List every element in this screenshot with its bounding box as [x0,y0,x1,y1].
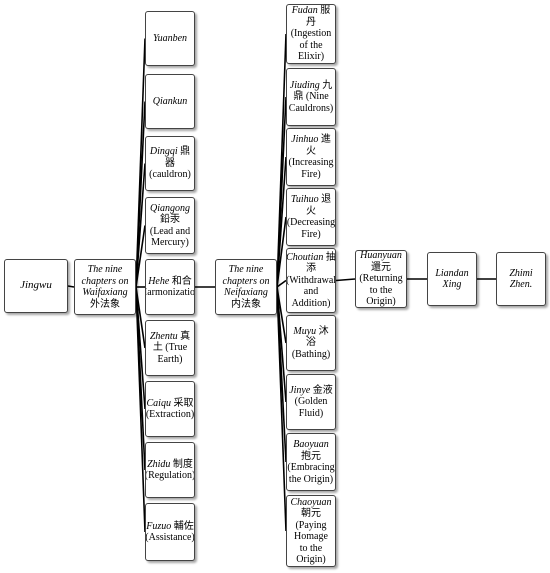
node-text: 抱元 (Embracing the Origin) [287,450,335,485]
node-latin: Qiankun [152,95,188,107]
node-fuzuo[interactable]: Fuzuo 輔佐 (Assistance) [145,503,195,561]
node-huanyuan[interactable]: Huanyuan 還元 (Returning to the Origin) [355,250,407,308]
node-waifaxiang[interactable]: The nine chapters on Waifaxiang 外法象 [74,259,136,315]
node-muyu[interactable]: Muyu 沐浴 (Bathing) [286,315,336,371]
node-latin: Zhentu [149,330,178,342]
node-text: 沐浴 (Bathing) [291,325,331,360]
node-text: 輔佐 (Assistance) [145,520,195,544]
node-latin: Zhimi Zhen. [509,267,533,291]
node-text: 采取 (Extraction) [145,397,195,421]
node-latin: Fuzuo [146,520,172,532]
node-text: 鼎器 (cauldron) [149,146,191,181]
node-latin: Qiangong [150,202,190,214]
node-latin: Muyu [293,325,317,337]
node-qiankun[interactable]: Qiankun [145,74,195,129]
node-latin: Jiuding [289,79,320,91]
node-text: 九鼎 (Nine Cauldrons) [288,79,334,114]
node-jinye[interactable]: Jinye 金液 (Golden Fluid) [286,374,336,430]
node-text: 進火 (Increasing Fire) [288,134,334,180]
node-dingqi[interactable]: Dingqi 鼎器 (cauldron) [145,136,195,191]
node-latin: Chaoyuan [290,496,332,508]
node-text: 退火 (Decreasing Fire) [286,194,336,240]
connector-line [135,225,146,288]
connector-line [276,216,287,288]
node-latin: Choutian [286,251,324,263]
node-text: 服丹 (Ingestion of the Elixir) [290,5,332,63]
connector-line [335,278,356,282]
node-neifaxiang[interactable]: The nine chapters on Neifaxiang 内法象 [215,259,277,315]
connector-line [276,156,287,288]
node-text: 金液 (Golden Fluid) [294,384,333,419]
node-text: 還元 (Returning to the Origin) [359,261,403,308]
node-latin: Caiqu [146,397,171,409]
node-choutian[interactable]: Choutian 抽添 (Withdrawal and Addition) [286,248,336,313]
node-latin: Jinye [289,384,311,396]
node-latin: Yuanben [152,32,188,44]
node-text: 和合 (Harmonization) [146,275,195,299]
node-jingwu[interactable]: Jingwu [4,259,68,313]
node-latin: Hehe [148,275,170,287]
node-latin: The nine chapters on Neifaxiang [222,264,270,298]
node-liandan[interactable]: Liandan Xing [427,252,477,306]
node-hehe[interactable]: Hehe 和合 (Harmonization) [145,259,195,315]
node-caiqu[interactable]: Caiqu 采取 (Extraction) [145,381,195,437]
connector-line [276,286,287,532]
node-latin: Dingqi [149,146,178,158]
node-latin: Jinhuo [291,134,319,145]
node-text: 朝元 (Paying Homage to the Origin) [294,508,328,565]
node-qiangong[interactable]: Qiangong 鉛汞 (Lead and Mercury) [145,197,195,254]
node-latin: Huanyuan [360,250,402,262]
node-text: 真土 (True Earth) [152,330,191,365]
node-latin: Zhidu [147,458,171,470]
node-chaoyuan[interactable]: Chaoyuan 朝元 (Paying Homage to the Origin… [286,495,336,567]
node-text: 抽添 (Withdrawal and Addition) [286,251,336,309]
node-latin: Tuihuo [290,194,319,205]
node-latin: Liandan Xing [435,267,469,291]
node-text: 鉛汞 (Lead and Mercury) [149,214,191,248]
node-text: 制度 (Regulation) [145,458,195,482]
node-jinhuo[interactable]: Jinhuo 進火 (Increasing Fire) [286,128,336,186]
connector-line [135,163,146,288]
connector-line [276,279,287,288]
connector-line [67,285,75,288]
node-fudan[interactable]: Fudan 服丹 (Ingestion of the Elixir) [286,4,336,64]
node-latin: Fudan [291,5,318,17]
node-tuihuo[interactable]: Tuihuo 退火 (Decreasing Fire) [286,188,336,246]
node-baoyuan[interactable]: Baoyuan 抱元 (Embracing the Origin) [286,433,336,491]
node-latin: The nine chapters on Waifaxiang [81,264,129,298]
node-zhimi[interactable]: Zhimi Zhen. [496,252,546,306]
node-yuanben[interactable]: Yuanben [145,11,195,66]
connector-line [135,286,146,533]
node-jiuding[interactable]: Jiuding 九鼎 (Nine Cauldrons) [286,68,336,126]
node-zhentu[interactable]: Zhentu 真土 (True Earth) [145,320,195,376]
node-latin: Baoyuan [293,439,329,450]
node-latin: Jingwu [20,279,52,292]
node-text: 外法象 [90,298,120,310]
node-text: 内法象 [231,298,261,310]
node-zhidu[interactable]: Zhidu 制度 (Regulation) [145,442,195,498]
